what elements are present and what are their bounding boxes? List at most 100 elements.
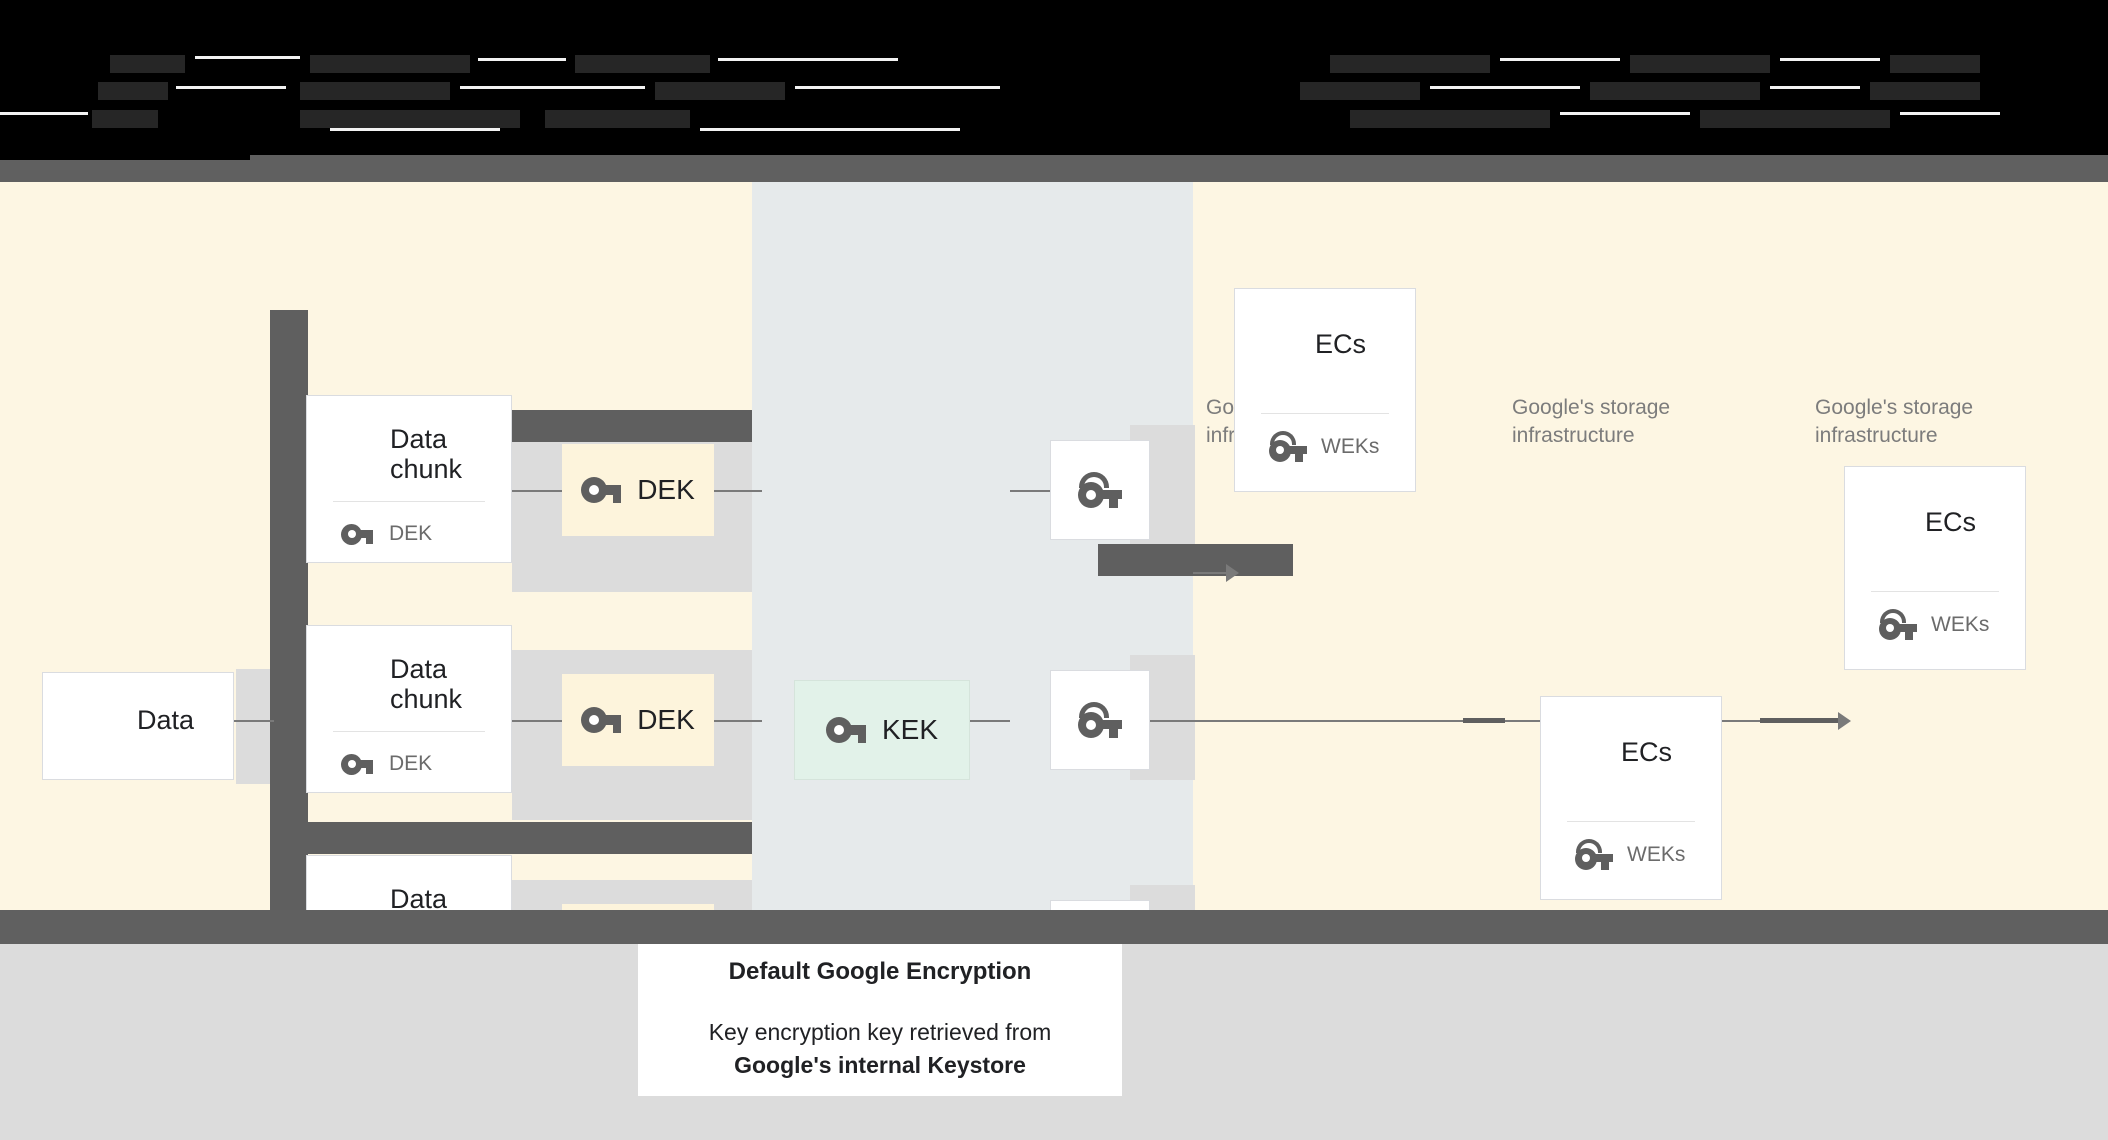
obscured-text-block xyxy=(300,110,520,128)
obscured-text-block xyxy=(310,55,470,73)
card-divider xyxy=(333,501,485,502)
bottom-divider-strip xyxy=(0,910,2108,944)
obscured-text-highlight xyxy=(1770,86,1860,89)
obscured-text-highlight xyxy=(1430,86,1580,89)
key-icon xyxy=(341,753,373,775)
data-chunk-card[interactable]: Data chunk DEK xyxy=(306,395,512,563)
obscured-text-block xyxy=(1590,82,1760,100)
wrapped-key-box[interactable] xyxy=(1050,670,1150,770)
obscured-text-highlight xyxy=(460,86,645,89)
key-icon xyxy=(341,523,373,545)
infra-label: Google's storage infrastructure xyxy=(1512,394,1752,451)
obscured-text-block xyxy=(110,55,185,73)
data-chunk-title: Data chunk xyxy=(389,654,463,715)
obscured-text-highlight xyxy=(176,86,286,89)
obscured-text-highlight xyxy=(478,58,566,61)
dek-label: DEK xyxy=(637,704,695,735)
dek-tile[interactable]: DEK xyxy=(562,674,714,766)
wrapped-key-icon xyxy=(1078,702,1122,738)
flow-emphasis-bar xyxy=(1098,544,1293,576)
caption-box: Default Google Encryption Key encryption… xyxy=(638,944,1122,1096)
split-bracket-arm xyxy=(270,822,752,854)
obscured-text-highlight xyxy=(1500,58,1620,61)
data-card[interactable]: Data xyxy=(42,672,234,780)
wrapped-key-icon xyxy=(1575,839,1613,870)
data-chunk-key-label: DEK xyxy=(389,522,433,545)
obscured-text-highlight xyxy=(195,56,300,59)
obscured-text-block xyxy=(300,82,450,100)
data-chunk-key-label: DEK xyxy=(389,752,433,775)
obscured-text-block xyxy=(575,55,710,73)
card-divider xyxy=(1567,821,1695,822)
ecs-card[interactable]: ECs WEKs xyxy=(1844,466,2026,670)
connector-emphasis xyxy=(1463,718,1505,723)
connector-chunk-to-dek xyxy=(512,720,562,722)
connector-chunk-to-dek xyxy=(512,490,562,492)
obscured-text-block xyxy=(98,82,168,100)
obscured-text-block xyxy=(545,110,690,128)
obscured-text-highlight xyxy=(700,128,960,131)
obscured-text-block xyxy=(1870,82,1980,100)
ecs-title: ECs xyxy=(1621,737,1673,767)
key-icon xyxy=(825,717,866,743)
ecs-key-label: WEKs xyxy=(1627,842,1686,866)
kek-label: KEK xyxy=(881,714,939,745)
banner-rule xyxy=(250,155,2108,163)
wrapped-key-icon xyxy=(1078,472,1122,508)
arrow-head-icon xyxy=(1838,712,1851,730)
card-divider xyxy=(333,731,485,732)
obscured-text-highlight xyxy=(795,86,1000,89)
caption-line-1: Key encryption key retrieved from xyxy=(708,1019,1052,1046)
wrapped-key-box[interactable] xyxy=(1050,440,1150,540)
infra-label-text: Google's storage infrastructure xyxy=(1815,396,1974,448)
connector-dek-to-wek xyxy=(714,720,762,722)
diagram-canvas: Data Data chunk DEK Data chunk xyxy=(0,182,2108,1050)
arrow-head-icon xyxy=(1226,564,1239,582)
ecs-key-label: WEKs xyxy=(1321,434,1380,458)
data-card-label: Data xyxy=(137,705,195,735)
key-icon xyxy=(581,477,622,503)
caption-line-2: Google's internal Keystore xyxy=(734,1052,1026,1078)
top-banner xyxy=(0,0,2108,163)
card-divider xyxy=(1871,591,1999,592)
kek-tile[interactable]: KEK xyxy=(794,680,970,780)
obscured-text-block xyxy=(655,82,785,100)
caption-body: Key encryption key retrieved from Google… xyxy=(709,1016,1052,1081)
banner-bottom-strip xyxy=(0,160,2108,182)
obscured-text-block xyxy=(1630,55,1770,73)
ecs-title: ECs xyxy=(1315,329,1367,359)
obscured-text-block xyxy=(1890,55,1980,73)
split-bracket-vertical xyxy=(270,310,308,950)
connector-data-to-split xyxy=(234,720,274,722)
obscured-text-block xyxy=(1300,82,1420,100)
ecs-card[interactable]: ECs WEKs xyxy=(1540,696,1722,900)
obscured-text-highlight xyxy=(1780,58,1880,61)
connector-wek-to-ecs xyxy=(1193,572,1226,574)
data-chunk-card[interactable]: Data chunk DEK xyxy=(306,625,512,793)
wrapped-key-icon xyxy=(1269,431,1307,462)
obscured-text-block xyxy=(1350,110,1550,128)
card-divider xyxy=(1261,413,1389,414)
wrapped-key-icon xyxy=(1879,609,1917,640)
connector-kek-to-wek xyxy=(970,720,1010,722)
connector-emphasis xyxy=(1760,718,1842,723)
caption-title: Default Google Encryption xyxy=(728,958,1032,986)
ecs-title: ECs xyxy=(1925,507,1977,537)
dek-tile[interactable]: DEK xyxy=(562,444,714,536)
obscured-text-highlight xyxy=(1560,112,1690,115)
banner-blackout xyxy=(0,0,2108,45)
infra-label: Google's storage infrastructure xyxy=(1815,394,2055,451)
key-icon xyxy=(581,707,622,733)
dek-label: DEK xyxy=(637,474,695,505)
ecs-key-label: WEKs xyxy=(1931,612,1990,636)
connector-dek-to-wek xyxy=(714,490,762,492)
obscured-text-block xyxy=(1330,55,1490,73)
obscured-text-highlight xyxy=(0,112,88,115)
obscured-text-highlight xyxy=(718,58,898,61)
obscured-text-block xyxy=(92,110,158,128)
obscured-text-block xyxy=(1700,110,1890,128)
infra-label-text: Google's storage infrastructure xyxy=(1512,396,1671,448)
data-chunk-title: Data chunk xyxy=(389,424,463,485)
connector-to-wek-box xyxy=(1010,490,1050,492)
ecs-card[interactable]: ECs WEKs xyxy=(1234,288,1416,492)
